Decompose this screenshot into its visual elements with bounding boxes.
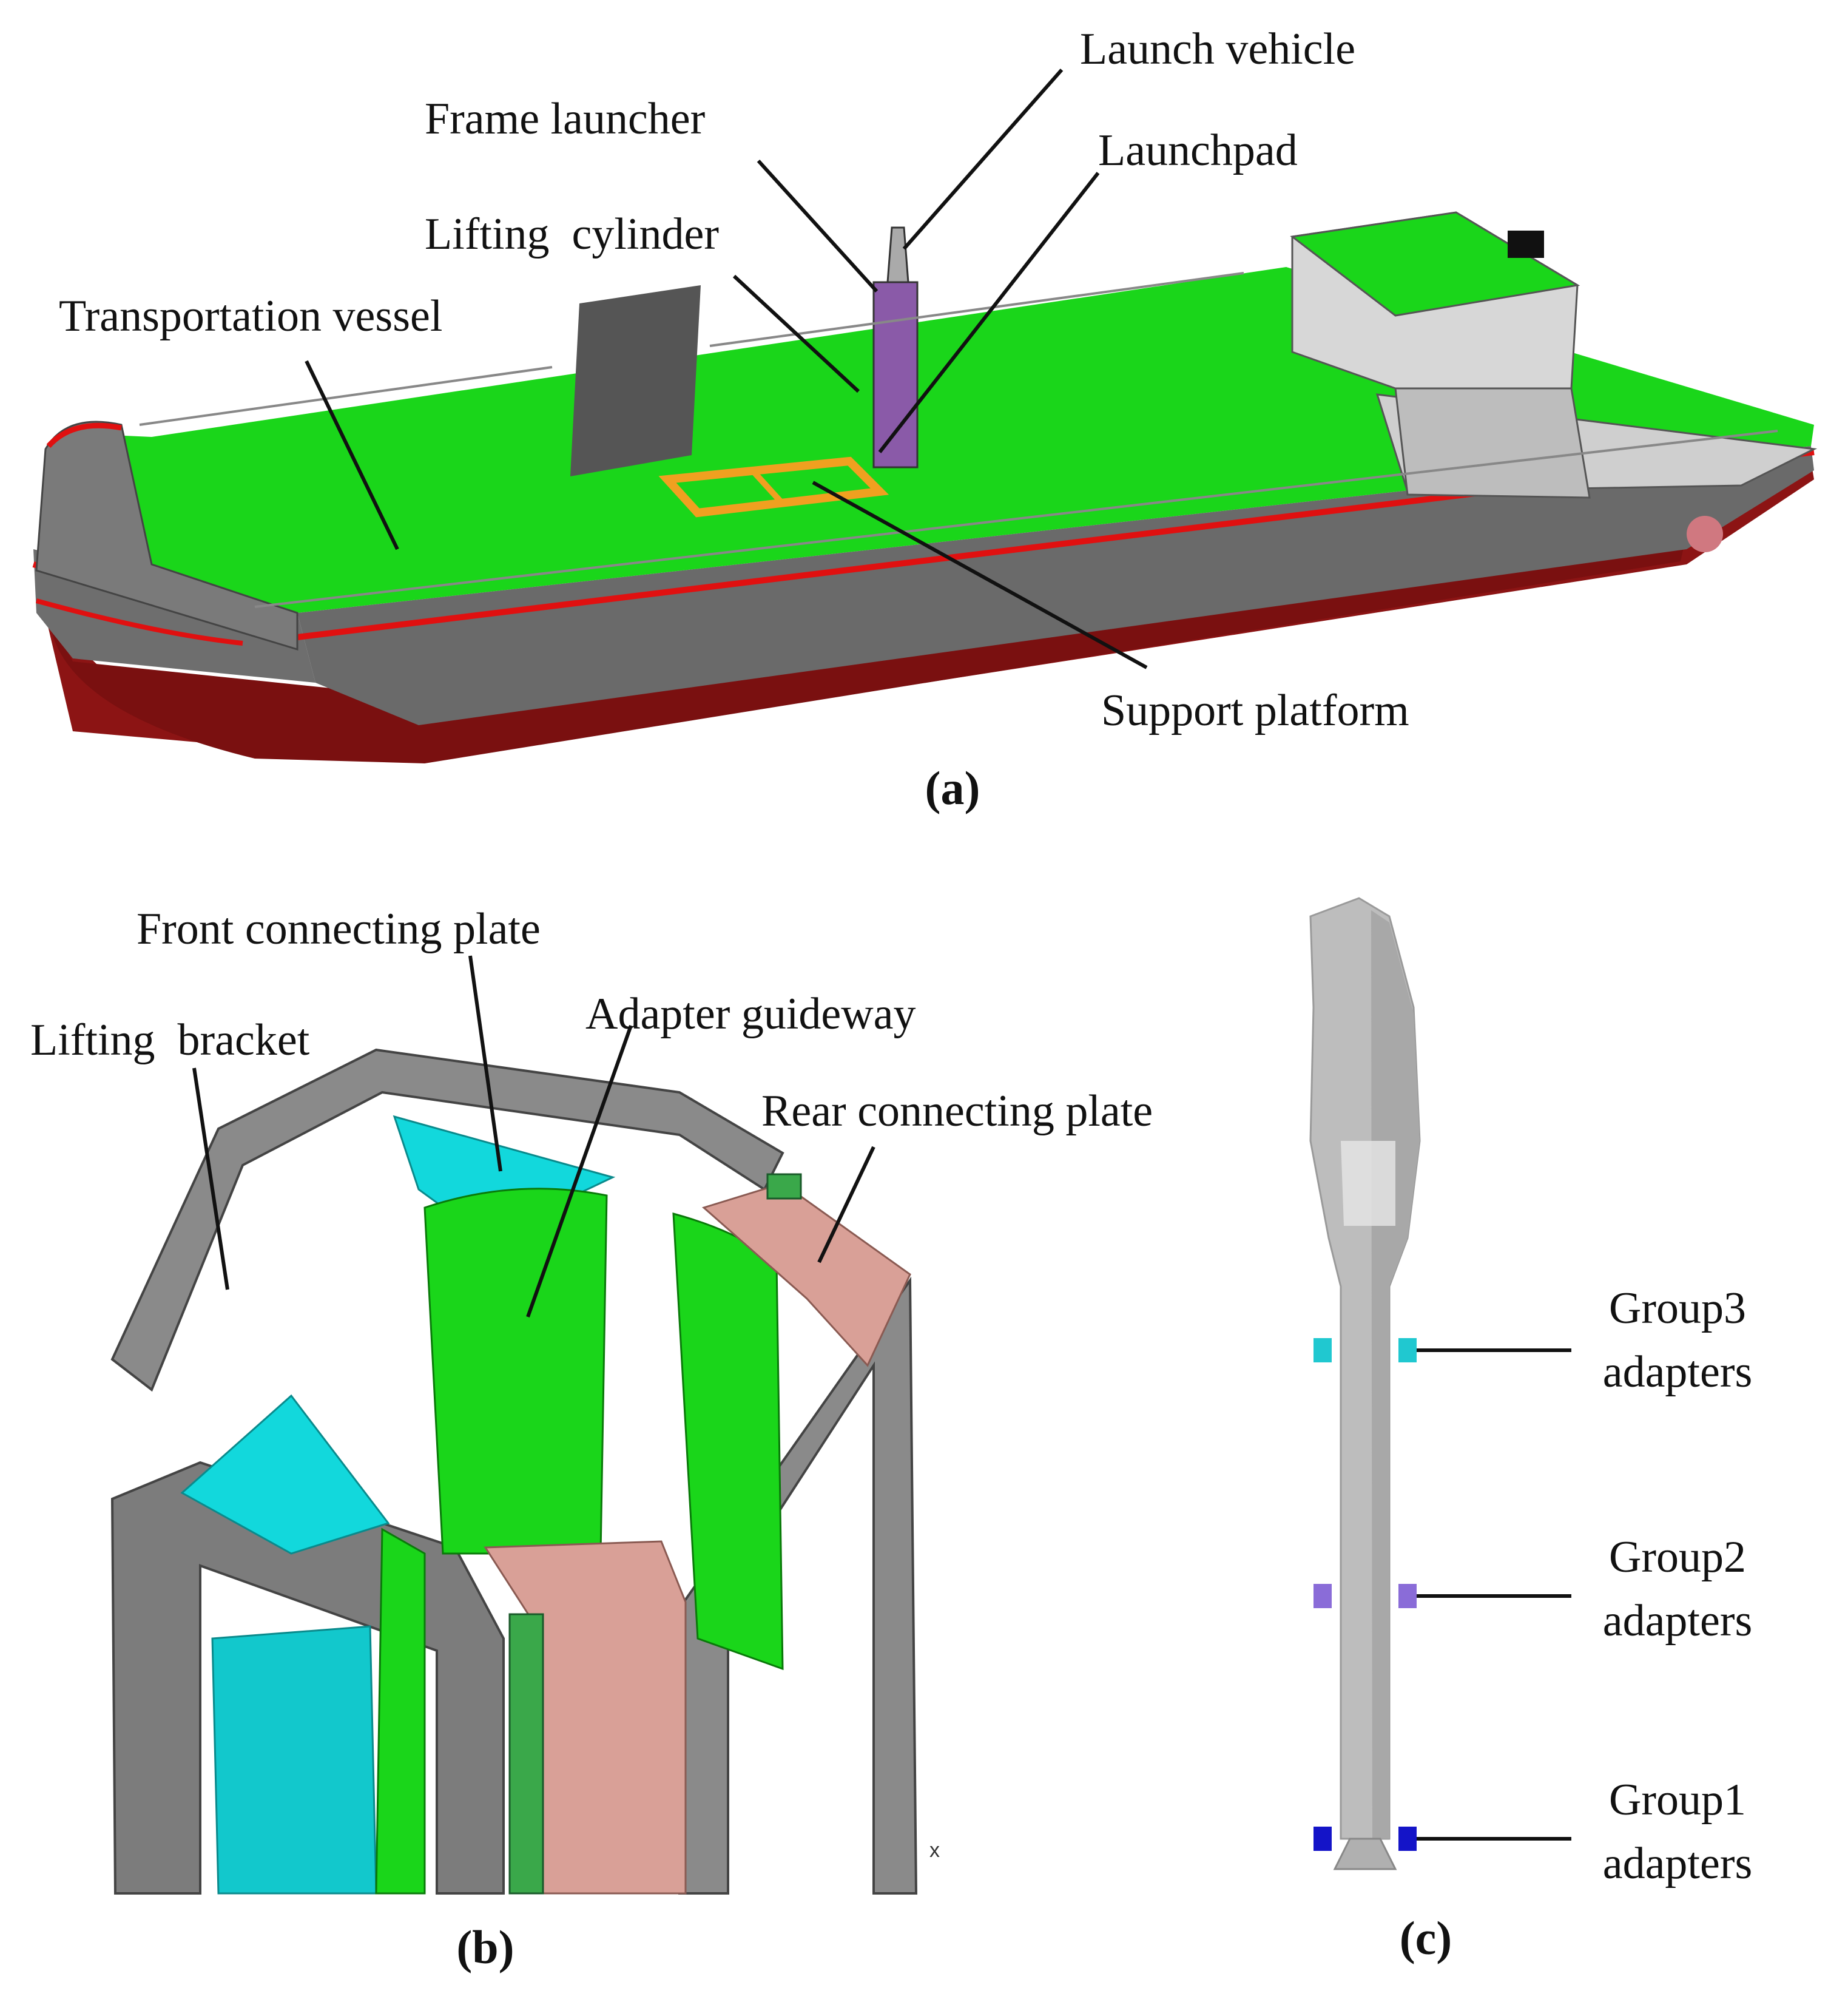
caption-b: (b) [456,1921,514,1973]
leader-transportation-vessel [305,360,399,550]
label-group1-line2: adapters [1603,1839,1753,1889]
group3-adapter-left [1313,1338,1332,1362]
label-group2-line1: Group2 [1609,1532,1746,1582]
front-connecting-plate-left [180,1394,390,1555]
small-green-block-top [766,1173,802,1200]
group1-adapter-left [1313,1827,1332,1851]
label-frame-launcher: Frame launcher [425,94,705,144]
axis-mark-x: x [929,1839,940,1862]
adapter-guideway-center [423,1188,608,1555]
panel-c: Group3 adapters Group2 adapters Group1 a… [1309,897,1753,1964]
support-platform-drawing [658,456,889,518]
label-adapter-guideway: Adapter guideway [585,989,916,1039]
frame-launcher-tower [872,226,919,468]
vessel-drawing [32,211,1818,763]
rocket-highlight [1341,1141,1395,1226]
vessel-rudder [1687,516,1723,552]
label-rear-connecting-plate: Rear connecting plate [761,1086,1153,1136]
label-group2-line2: adapters [1603,1596,1753,1646]
frame-drawing [110,1048,918,1895]
vessel-red-stripe-upper [35,598,243,646]
panel-a: Launch vehicle Frame launcher Launchpad … [32,24,1818,814]
front-connecting-plate-stack [211,1625,377,1895]
leader-rear-connecting-plate [817,1146,875,1263]
label-transportation-vessel: Transportation vessel [59,291,442,341]
group3-adapter-right [1398,1338,1417,1362]
leader-lifting-bracket [192,1067,229,1290]
label-group3-line1: Group3 [1609,1283,1746,1333]
panel-b: Front connecting plate Lifting bracket A… [30,904,1153,1973]
label-launch-vehicle: Launch vehicle [1080,24,1355,74]
caption-a: (a) [925,762,980,814]
leader-adapter-guideway [526,1024,633,1318]
adapter-guideway-front [375,1527,426,1895]
vessel-gray-long-side [297,446,1814,725]
group2-adapter-right [1398,1584,1417,1608]
small-green-block-front [508,1613,544,1895]
label-group3-line2: adapters [1603,1347,1753,1397]
vessel-deckhouse [1290,211,1818,499]
group1-adapter-right [1398,1827,1417,1851]
caption-c: (c) [1400,1912,1452,1964]
label-support-platform: Support platform [1101,686,1409,736]
label-front-connecting-plate: Front connecting plate [137,904,541,954]
leader-frame-launcher [757,159,878,293]
rocket-nozzle [1333,1838,1397,1870]
leader-support-platform [812,481,1148,669]
leader-launch-vehicle [902,69,1064,250]
label-lifting-cylinder: Lifting cylinder [425,209,719,259]
leader-launchpad [878,172,1100,453]
leader-front-connecting-plate [468,955,502,1172]
label-launchpad: Launchpad [1098,126,1298,175]
vessel-bow-red-rim [46,422,122,448]
group2-adapter-left [1313,1584,1332,1608]
vessel-stack [570,285,701,476]
rocket-shading [1371,910,1420,1839]
leader-lifting-cylinder [732,274,860,393]
label-lifting-bracket: Lifting bracket [30,1015,310,1065]
label-group1-line1: Group1 [1609,1775,1746,1825]
rocket-drawing [1309,897,1421,1870]
